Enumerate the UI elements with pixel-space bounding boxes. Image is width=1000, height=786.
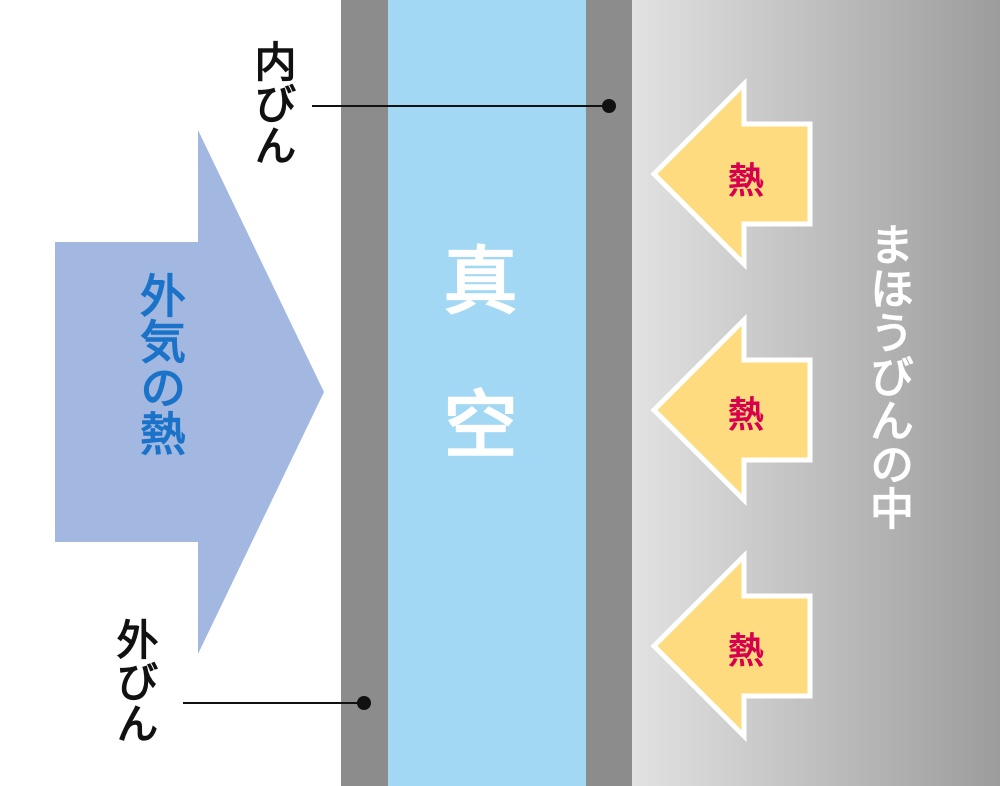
outer-bottle-label: 外びん [110,618,159,744]
inner-bottle-label: 内びん [248,40,297,166]
outside-heat-arrow [55,130,324,654]
outer-bottle-leader-dot [357,696,371,710]
inner-bottle-wall [586,0,632,786]
outside-heat-label: 外気の熱 [133,272,187,456]
heat-label: 熱 [727,161,764,202]
heat-label: 熱 [727,395,764,436]
heat-arrow-1 [650,77,813,271]
heat-arrow-2 [650,313,813,507]
inner-bottle-leader-dot [602,99,616,113]
bottle-interior-label: まほうびんの中 [862,222,913,530]
vacuum-label: 真空 [431,242,517,530]
vacuum-layer [388,0,586,786]
heat-arrow-3 [650,549,813,743]
outer-bottle-wall [341,0,388,786]
heat-label: 熱 [727,631,764,672]
